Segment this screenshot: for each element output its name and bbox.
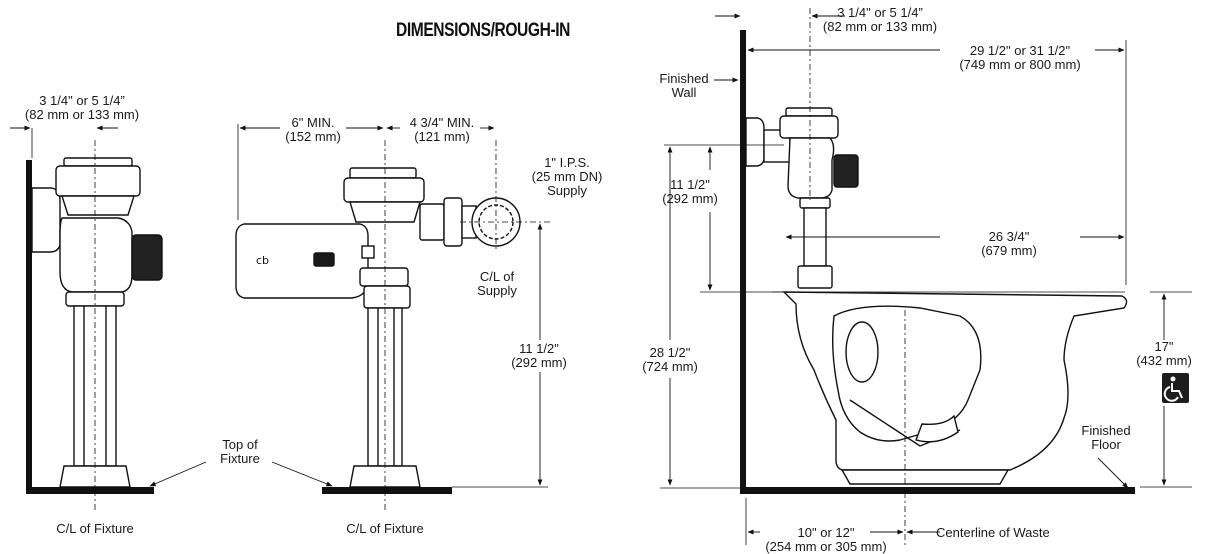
front-view: cb — [149, 124, 552, 510]
rough-in-label: 10" or 12"(254 mm or 305 mm) — [765, 525, 887, 554]
min-6-label: 6" MIN.(152 mm) — [285, 115, 341, 144]
side-view — [660, 8, 1192, 545]
left-wall — [26, 160, 32, 490]
middle-centerline-label: C/L of Fixture — [346, 521, 424, 536]
finished-floor — [740, 487, 1135, 494]
middle-floor — [322, 487, 452, 494]
left-centerline-label: C/L of Fixture — [56, 521, 134, 536]
rim-height-label: 17"(432 mm) — [1136, 339, 1192, 368]
left-floor — [26, 487, 154, 494]
supply-size-label: 1" I.P.S.(25 mm DN)Supply — [531, 155, 603, 198]
left-side-view — [10, 125, 163, 510]
total-height-label: 28 1/2"(724 mm) — [642, 345, 698, 374]
svg-text:cb: cb — [256, 254, 269, 267]
bowl-depth-label: 26 3/4"(679 mm) — [981, 229, 1037, 258]
wheelchair-accessible-icon — [1162, 373, 1189, 403]
page-title: DIMENSIONS/ROUGH-IN — [396, 20, 570, 41]
total-depth-label: 29 1/2" or 31 1/2"(749 mm or 800 mm) — [959, 43, 1081, 72]
finished-wall — [740, 30, 746, 492]
right-offset-label: 3 1/4" or 5 1/4”(82 mm or 133 mm) — [822, 5, 938, 34]
centerline-waste-label: Centerline of Waste — [936, 525, 1050, 540]
middle-height-label: 11 1/2"(292 mm) — [511, 341, 567, 370]
valve-height-label: 11 1/2"(292 mm) — [662, 177, 718, 206]
left-offset-label: 3 1/4" or 5 1/4”(82 mm or 133 mm) — [24, 93, 140, 122]
min-434-label: 4 3/4" MIN.(121 mm) — [409, 115, 475, 144]
